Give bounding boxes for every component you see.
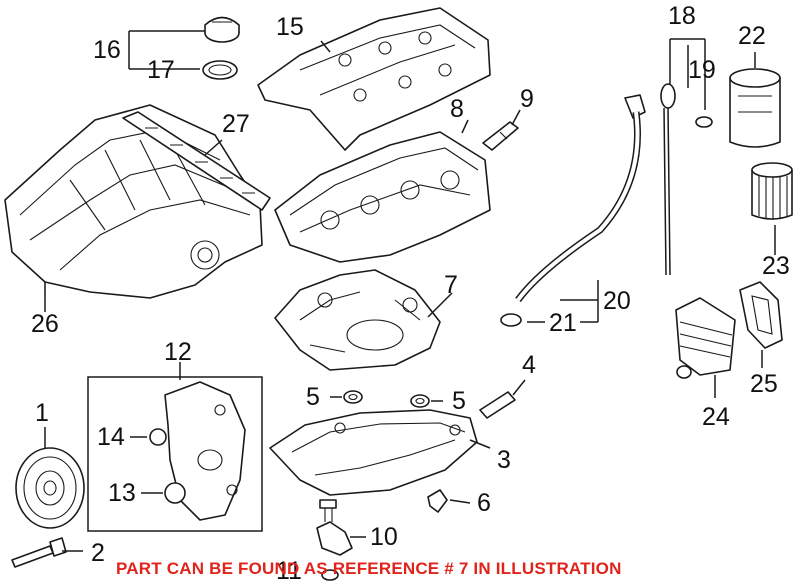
timing-cover-group-frame [87, 376, 263, 532]
oil-filter-element-part [751, 162, 793, 220]
callout-6: 6 [477, 489, 491, 517]
pulley-bolt-part [11, 537, 67, 568]
callout-8: 8 [450, 95, 464, 123]
callout-5b: 5 [452, 387, 466, 415]
callout-21: 21 [549, 309, 577, 337]
oil-filler-seal-part [202, 60, 238, 80]
drain-plug-part [427, 489, 448, 513]
cylinder-head-part [274, 131, 491, 263]
oil-pan-part [269, 409, 478, 496]
callout-12: 12 [164, 338, 192, 366]
callout-13: 13 [108, 479, 136, 507]
oil-filler-cap-part [204, 16, 240, 43]
callout-1: 1 [35, 399, 49, 427]
callout-7: 7 [444, 271, 458, 299]
callout-10: 10 [370, 523, 398, 551]
callout-3: 3 [497, 446, 511, 474]
sensor-part [482, 121, 519, 151]
oil-cooler-part [675, 297, 736, 379]
callout-4: 4 [522, 351, 536, 379]
callout-20: 20 [603, 287, 631, 315]
callout-5a: 5 [306, 383, 320, 411]
intake-gasket-part [122, 111, 271, 211]
callout-24: 24 [702, 403, 730, 431]
oil-filter-housing-part [729, 68, 781, 148]
oil-pressure-sender-part [316, 499, 353, 556]
dipstick-part [660, 83, 676, 276]
callout-15: 15 [276, 13, 304, 41]
callout-25: 25 [750, 370, 778, 398]
leader-lines [44, 30, 776, 552]
timing-cover-group [87, 376, 263, 532]
dipstick-seal-part [695, 116, 713, 128]
callout-16: 16 [93, 36, 121, 64]
valve-cover-part [257, 7, 491, 151]
callout-22: 22 [738, 22, 766, 50]
dipstick-tube-part [515, 94, 646, 303]
oil-cooler-gasket-part [739, 281, 783, 349]
cam-seal-part [149, 428, 167, 446]
callout-27: 27 [222, 110, 250, 138]
callout-18: 18 [668, 2, 696, 30]
callout-23: 23 [762, 252, 790, 280]
dipstick-tube-seal-part [500, 313, 522, 327]
callout-19: 19 [688, 56, 716, 84]
reference-notice: PART CAN BE FOUND AS REFERENCE # 7 IN IL… [116, 559, 622, 578]
oil-pan-baffle-part [274, 269, 441, 371]
drain-seal-part-b [410, 394, 430, 408]
callout-26: 26 [31, 310, 59, 338]
callout-17: 17 [147, 56, 175, 84]
drain-seal-part-a [343, 390, 363, 404]
callout-11: 11 [276, 557, 302, 584]
sender-washer-part [321, 569, 339, 581]
callout-14: 14 [97, 423, 125, 451]
crank-seal-part [164, 482, 186, 504]
oil-level-sensor-part [479, 391, 516, 419]
crankshaft-pulley-part [15, 447, 85, 529]
callout-9: 9 [520, 85, 534, 113]
callout-2: 2 [91, 539, 105, 567]
